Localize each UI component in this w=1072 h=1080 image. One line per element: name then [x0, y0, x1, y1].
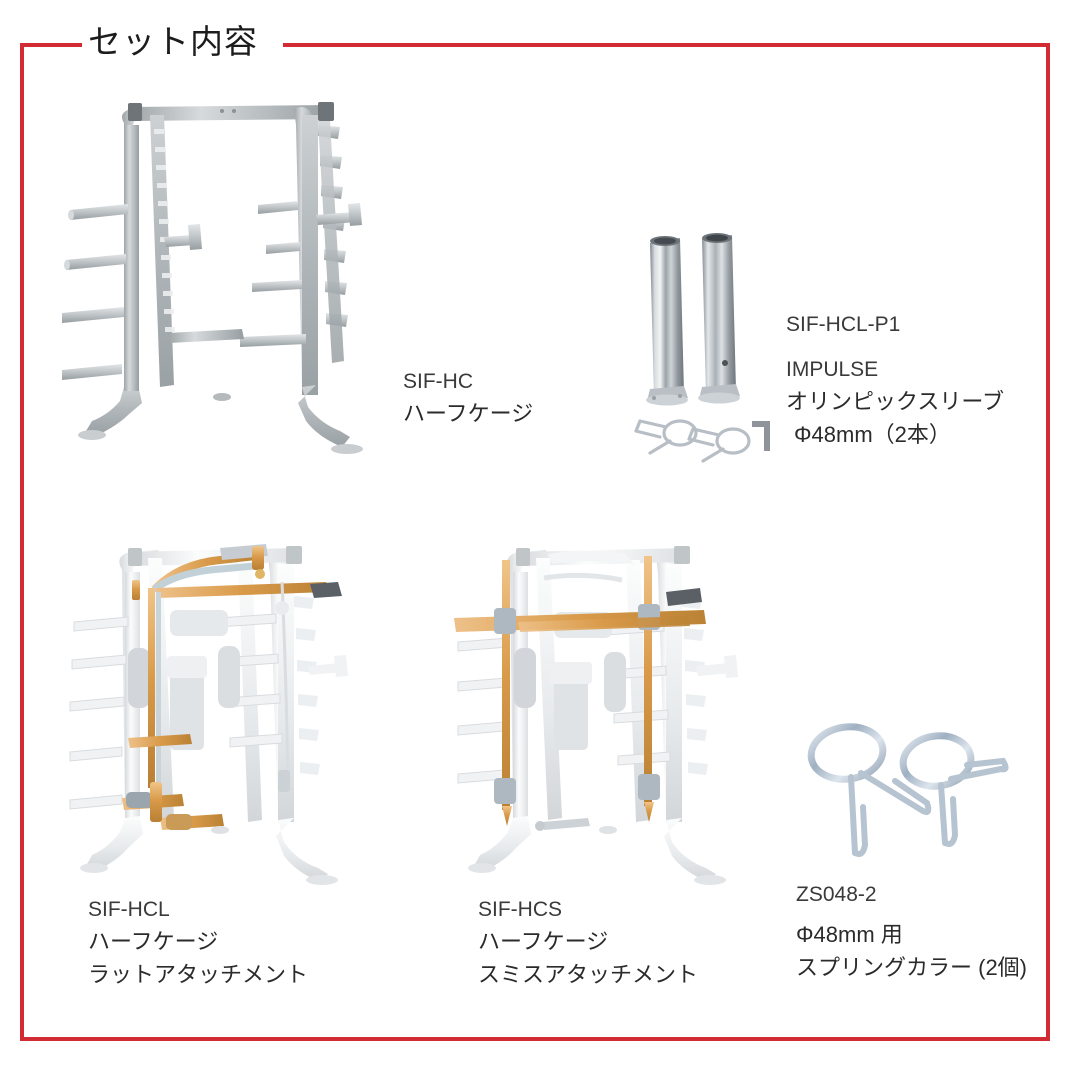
item-name-sif-hcs: ハーフケージ	[478, 929, 609, 954]
olympic-sleeve-image	[630, 225, 790, 475]
item-name-zs048-2: Φ48mm 用	[796, 922, 903, 947]
frame-border-left	[20, 43, 24, 1041]
item-name2-sif-hcl: ラットアタッチメント	[88, 962, 309, 987]
section-title: セット内容	[88, 23, 258, 60]
smith-attachment-image	[454, 530, 788, 885]
half-cage-image	[62, 85, 412, 465]
item-label-zs048-2: ZS048-2 Φ48mm 用 スプリングカラー (2個)	[796, 880, 1027, 984]
item-label-sif-hc: SIF-HC ハーフケージ	[403, 367, 533, 430]
item-label-sif-hcl-p1: SIF-HCL-P1 IMPULSE オリンピックスリーブ Φ48mm（2本）	[786, 310, 1004, 451]
item-code-sif-hcl: SIF-HCL	[88, 898, 170, 921]
frame-border-right	[1046, 43, 1050, 1041]
item-code-sif-hc: SIF-HC	[403, 370, 473, 393]
spring-collar-image	[795, 715, 1010, 865]
frame-border-top-right-segment	[283, 43, 1050, 47]
item-name-sif-hcl: ハーフケージ	[88, 929, 219, 954]
item-label-sif-hcs: SIF-HCS ハーフケージ スミスアタッチメント	[478, 895, 698, 991]
item-brand-impulse: IMPULSE	[786, 358, 879, 381]
item-code-zs048-2: ZS048-2	[796, 883, 877, 906]
item-name-sif-hcl-p1: オリンピックスリーブ	[786, 389, 1005, 414]
frame-border-top-left-segment	[20, 43, 82, 47]
lat-attachment-image	[69, 530, 400, 885]
item-code-sif-hcl-p1: SIF-HCL-P1	[786, 313, 901, 336]
item-name2-sif-hcs: スミスアタッチメント	[478, 962, 699, 987]
item-spec-sif-hcl-p1: Φ48mm（2本）	[794, 422, 951, 447]
item-name2-zs048-2: スプリングカラー (2個)	[796, 955, 1028, 980]
item-name-sif-hc: ハーフケージ	[403, 401, 534, 426]
item-label-sif-hcl: SIF-HCL ハーフケージ ラットアタッチメント	[88, 895, 308, 991]
frame-border-bottom	[20, 1037, 1050, 1041]
item-code-sif-hcs: SIF-HCS	[478, 898, 562, 921]
